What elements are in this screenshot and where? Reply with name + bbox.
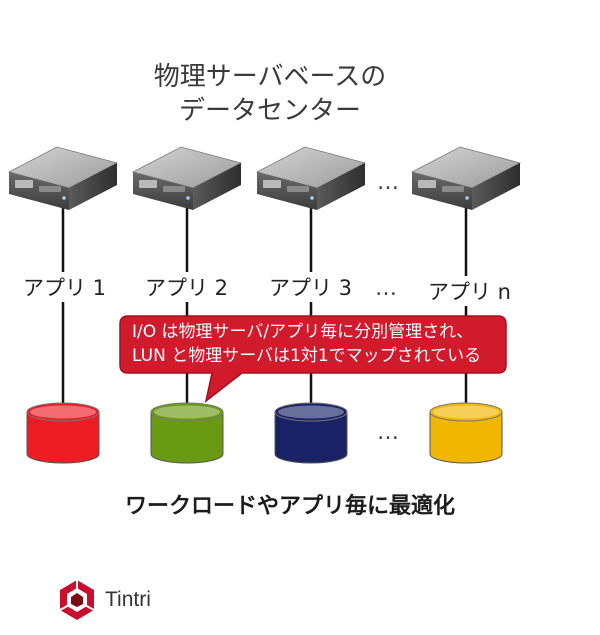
server-icon [410, 146, 522, 210]
storage-disk-icon [274, 402, 348, 464]
diagram-title: 物理サーバベースの データセンター [120, 60, 420, 128]
title-line-2: データセンター [178, 96, 361, 126]
app-label-3: アプリ 3 [266, 272, 356, 302]
brand-name: Tintri [105, 588, 151, 611]
ellipsis-servers: … [377, 170, 400, 195]
storage-disk-icon [429, 402, 503, 464]
ellipsis-disks: … [377, 420, 400, 445]
title-line-1: 物理サーバベースの [153, 62, 387, 92]
callout-box [119, 315, 507, 403]
server-icon [7, 146, 119, 210]
server-icon [255, 146, 367, 210]
callout-line-1: I/O は物理サーバ/アプリ毎に分別管理され、 [132, 322, 474, 342]
storage-disk-icon [150, 402, 224, 464]
tintri-logo-icon [59, 580, 95, 620]
server-icon [131, 146, 243, 210]
ellipsis-apps: … [375, 276, 398, 301]
callout-line-2: LUN と物理サーバは1対1でマップされている [132, 346, 482, 366]
storage-disk-icon [26, 402, 100, 464]
callout-shape [119, 315, 507, 403]
callout-text: I/O は物理サーバ/アプリ毎に分別管理され、 LUN と物理サーバは1対1でマ… [132, 320, 502, 368]
tagline: ワークロードやアプリ毎に最適化 [124, 494, 455, 519]
app-label-2: アプリ 2 [142, 272, 232, 302]
app-label-n: アプリ n [425, 276, 514, 306]
app-label-1: アプリ 1 [20, 272, 110, 302]
